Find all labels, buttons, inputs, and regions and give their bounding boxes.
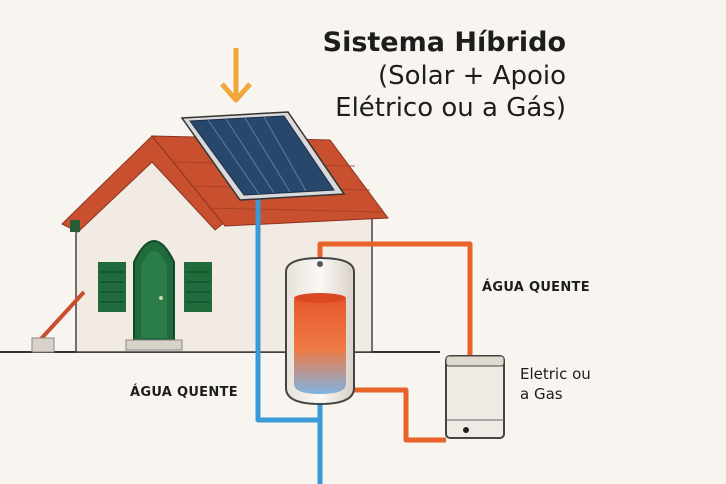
left-shutter (98, 262, 126, 312)
hot-water-label-right: ÁGUA QUENTE (482, 280, 590, 295)
heater-label-line-1: Eletric ou (520, 365, 591, 383)
diagram-title: Sistema Híbrido (Solar + Apoio Elétrico … (236, 26, 566, 124)
title-line-3: Elétrico ou a Gás) (335, 93, 566, 123)
stair-rail (38, 290, 86, 342)
arrow-down-icon (220, 48, 252, 103)
door-step (125, 339, 183, 351)
backup-heater (445, 355, 505, 439)
hot-water-pipe-bottom (352, 387, 446, 443)
title-line-2: (Solar + Apoio (377, 61, 566, 91)
heater-indicator-icon (463, 427, 469, 433)
title-line-1: Sistema Híbrido (322, 27, 566, 58)
heater-label-line-2: a Gas (520, 385, 563, 403)
hot-water-label-left: ÁGUA QUENTE (130, 385, 238, 400)
heater-label: Eletric ou a Gas (520, 364, 630, 404)
storage-tank (285, 256, 355, 406)
hot-water-pipe-top (317, 241, 473, 356)
right-shutter (184, 262, 212, 312)
cold-water-pipe (255, 196, 323, 484)
solar-panel (180, 111, 346, 201)
